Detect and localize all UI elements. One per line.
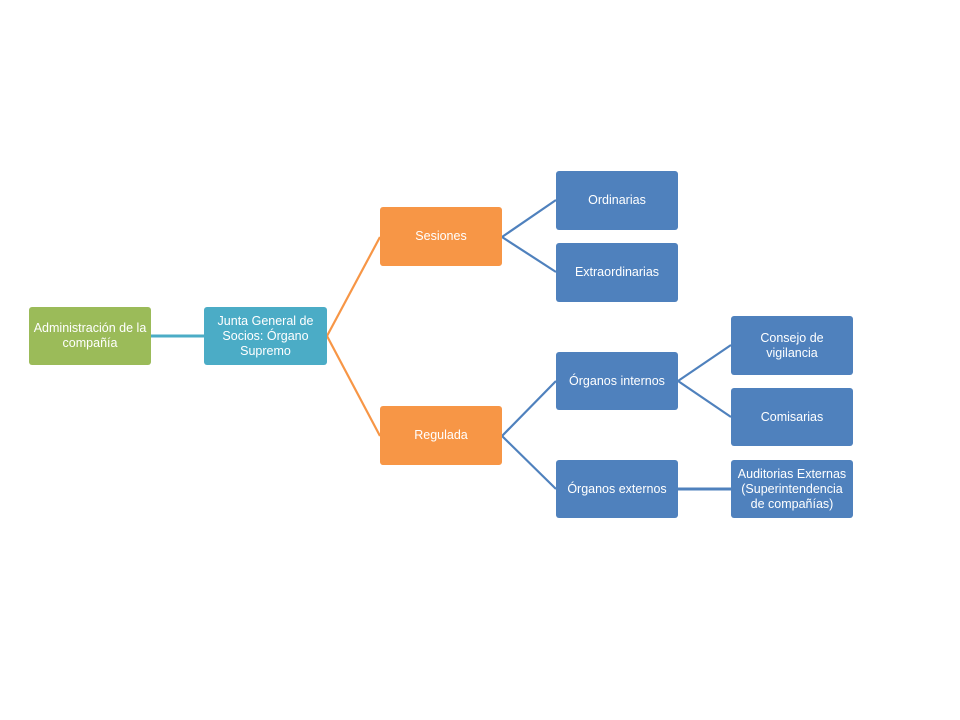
node-extraordinarias-label: Extraordinarias [574,265,660,279]
node-consejo-vigilancia: Consejo de vigilancia [731,316,853,375]
node-administracion-label: Administración de la compañía [33,321,147,350]
node-ordinarias: Ordinarias [556,171,678,230]
connector-sesiones-ordinarias [501,199,557,238]
node-auditorias-externas-label: Auditorias Externas (Superintendencia de… [737,466,847,511]
node-regulada-label: Regulada [414,428,468,442]
connector-regulada-externos [501,435,557,490]
node-sesiones-label: Sesiones [415,229,467,243]
node-organos-internos-label: Órganos internos [569,373,665,388]
connector-regulada-internos [501,380,557,437]
connector-internos-comisarias [677,380,732,418]
connector-junta-regulada [326,335,381,437]
node-auditorias-externas: Auditorias Externas (Superintendencia de… [731,460,853,518]
node-sesiones: Sesiones [380,207,502,266]
node-organos-internos: Órganos internos [556,352,678,410]
connector-junta-sesiones [326,236,381,337]
node-extraordinarias: Extraordinarias [556,243,678,302]
node-junta-general-label: Junta General de Socios: Órgano Supremo [217,313,314,358]
node-comisarias-label: Comisarias [760,409,824,424]
node-ordinarias-label: Ordinarias [588,193,646,207]
node-organos-externos: Órganos externos [556,460,678,518]
connector-internos-consejo [677,344,732,382]
node-organos-externos-label: Órganos externos [567,481,667,496]
node-consejo-vigilancia-label: Consejo de vigilancia [760,330,824,360]
node-comisarias: Comisarias [731,388,853,446]
node-administracion: Administración de la compañía [29,307,151,365]
connector-sesiones-extraordinarias [501,236,557,273]
node-regulada: Regulada [380,406,502,465]
node-junta-general: Junta General de Socios: Órgano Supremo [204,307,327,365]
